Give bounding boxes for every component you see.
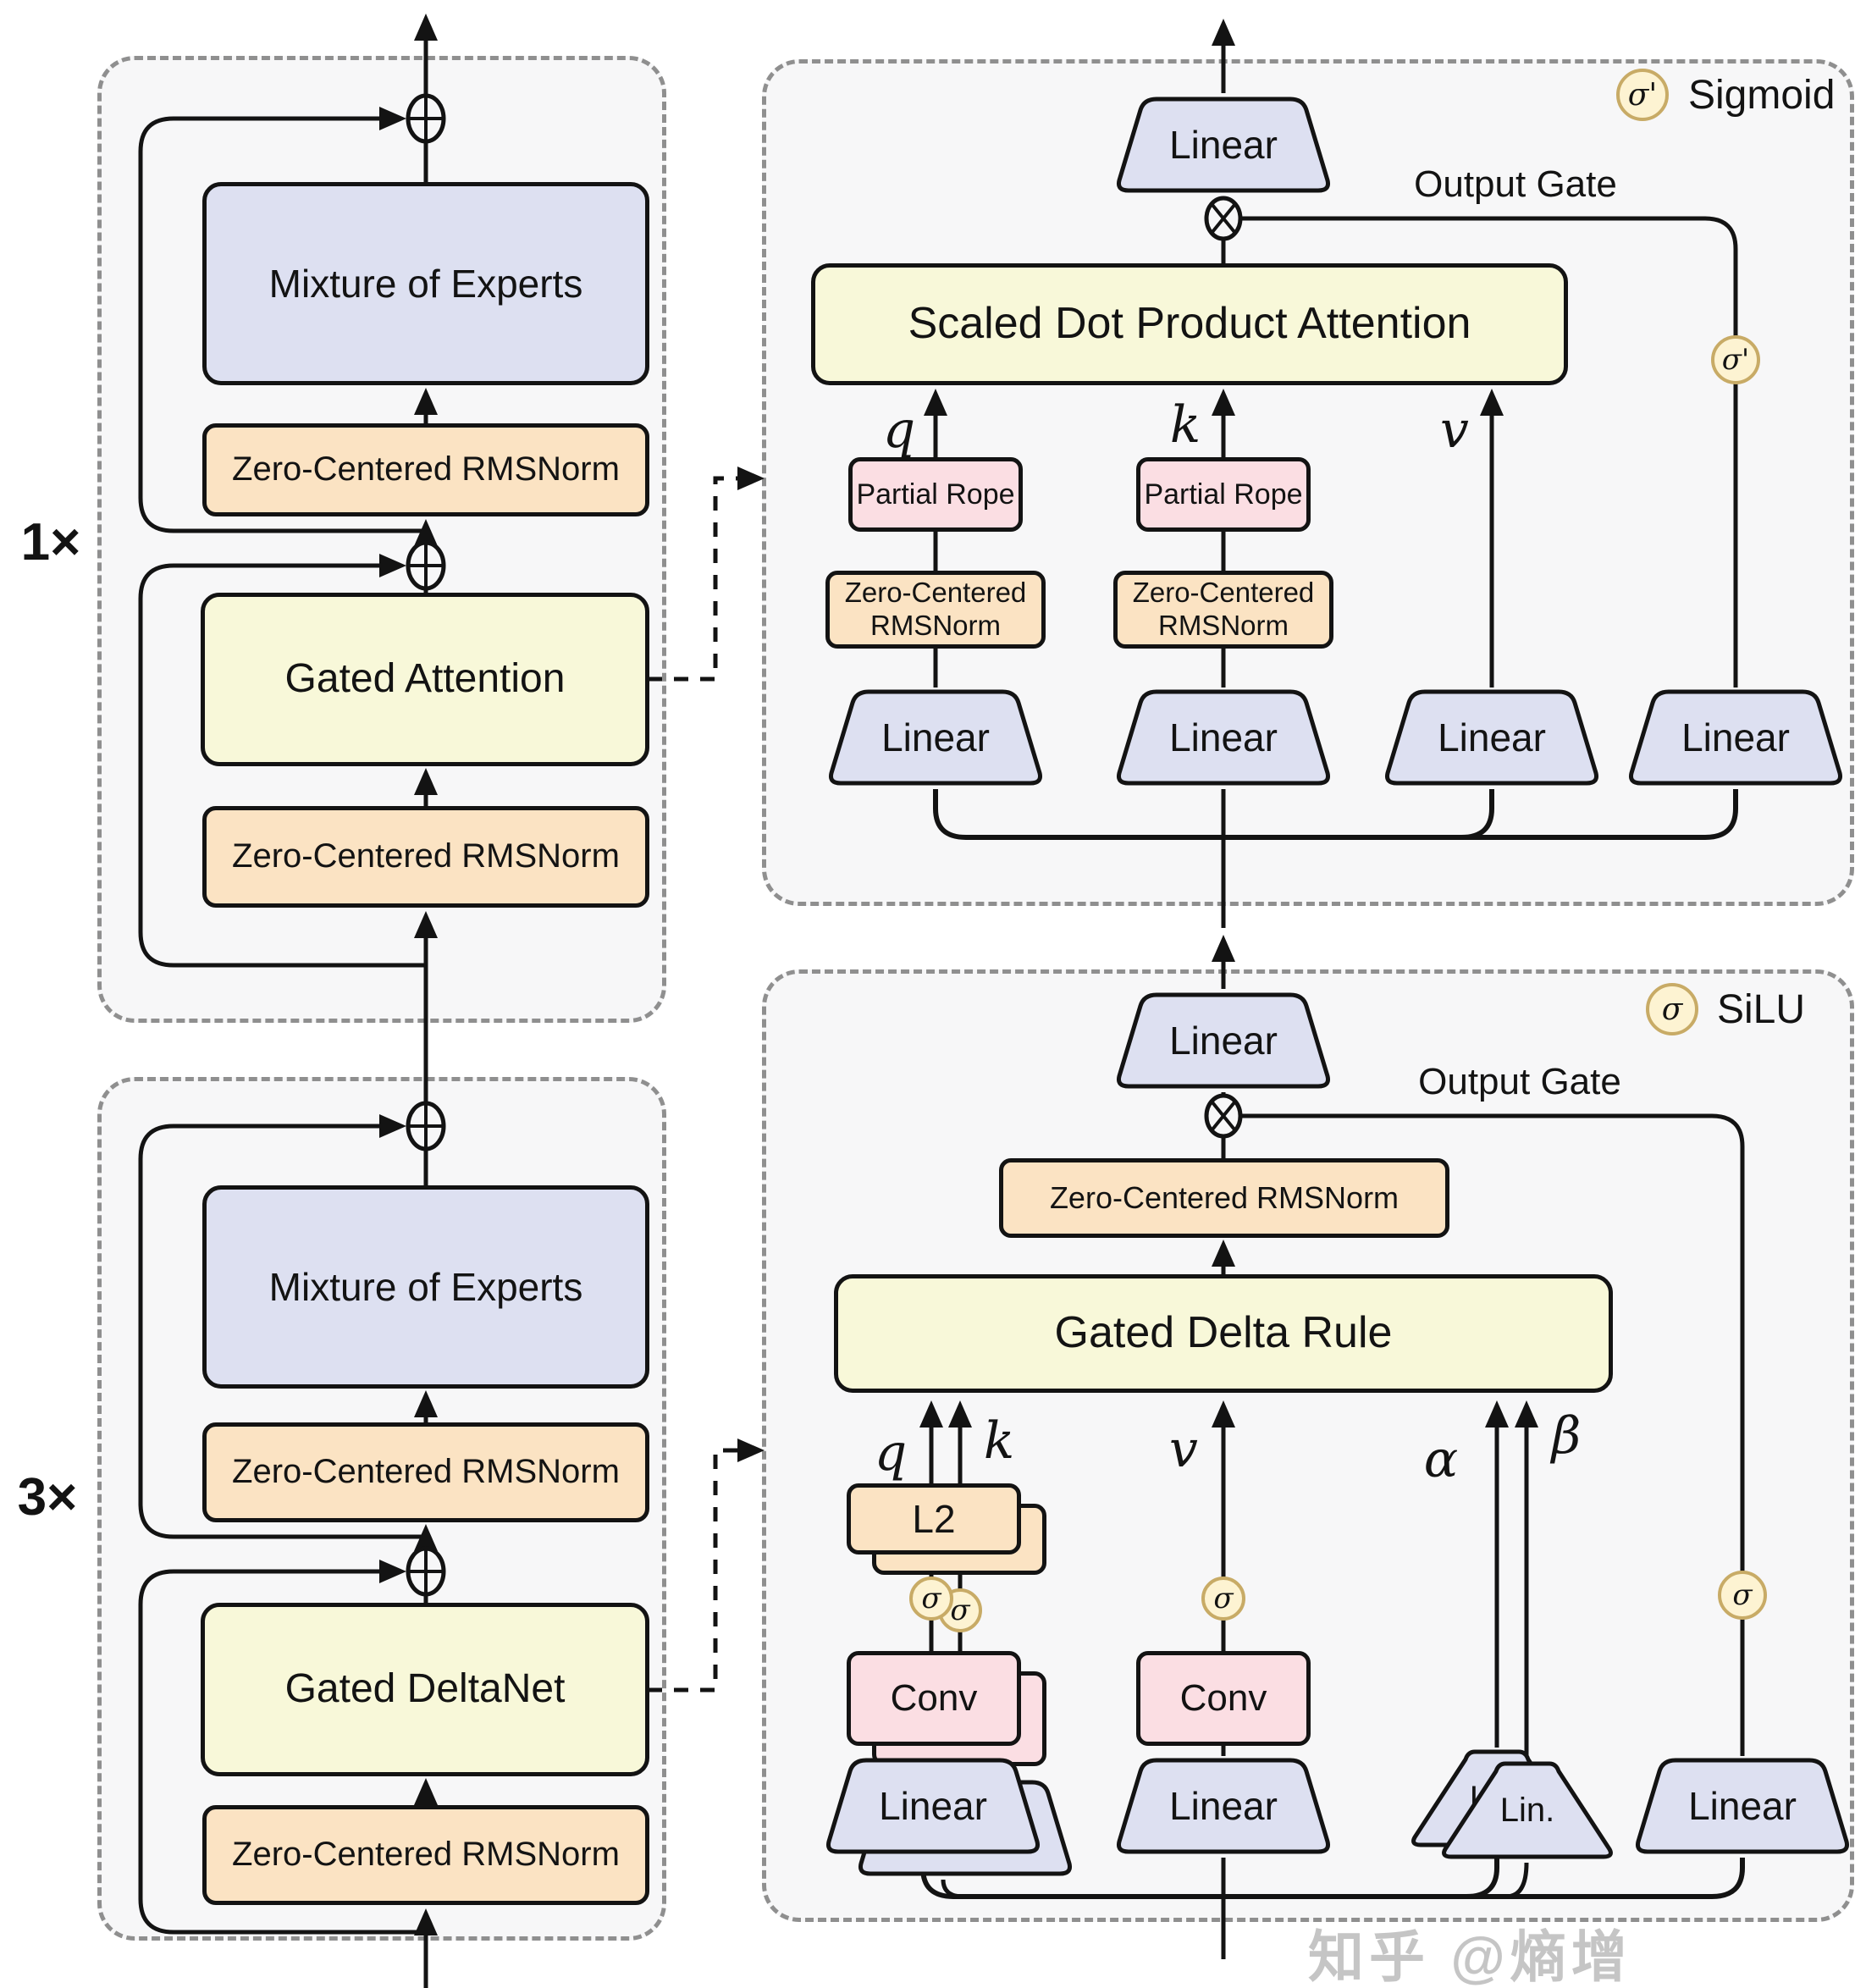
partial-rope-k: Partial Rope (1136, 457, 1311, 532)
linear-v-deltanet: Linear (1111, 1754, 1336, 1858)
linear-qk: Linear (820, 1754, 1046, 1858)
output-gate-label-attention: Output Gate (1414, 163, 1617, 205)
silu-legend-label: SiLU (1717, 986, 1806, 1032)
k-label-deltanet: k (983, 1411, 1015, 1471)
sigmoid-legend-label: Sigmoid (1688, 72, 1836, 118)
moe-box-deltanet-block: Mixture of Experts (202, 1185, 649, 1389)
conv-qk-box: Conv (847, 1651, 1021, 1746)
repeat-count-attention: 1× (20, 512, 81, 572)
rmsnorm-output-deltanet: Zero-Centered RMSNorm (999, 1158, 1449, 1238)
q-label-attention: q (882, 400, 916, 460)
rmsnorm-before-attention: Zero-Centered RMSNorm (202, 806, 649, 908)
silu-gate-icon: σ (1718, 1571, 1767, 1620)
sigma-prime-gate-icon: σ' (1711, 335, 1760, 384)
silu-legend-icon: σ (1646, 983, 1698, 1035)
silu-q-icon: σ (909, 1577, 953, 1621)
alpha-label: α (1423, 1430, 1459, 1489)
rmsnorm-after-attention: Zero-Centered RMSNorm (202, 423, 649, 516)
beta-label: β (1551, 1406, 1582, 1466)
k-label-attention: k (1169, 395, 1201, 455)
q-label-deltanet: q (874, 1423, 908, 1483)
rmsnorm-k: Zero-Centered RMSNorm (1113, 571, 1333, 649)
linear-q: Linear (823, 686, 1048, 789)
linear-beta: Lin. (1438, 1758, 1617, 1863)
linear-gate-attention: Linear (1623, 686, 1848, 789)
silu-v-icon: σ (1201, 1577, 1245, 1621)
linear-k: Linear (1111, 686, 1336, 789)
v-label-deltanet: v (1169, 1420, 1198, 1479)
l2-norm-box: L2 (847, 1483, 1021, 1555)
gated-attention-box: Gated Attention (201, 593, 649, 766)
scaled-dot-product-attention-box: Scaled Dot Product Attention (811, 263, 1568, 385)
linear-gate-deltanet: Linear (1630, 1754, 1855, 1858)
rmsnorm-q: Zero-Centered RMSNorm (825, 571, 1046, 649)
v-label-attention: v (1440, 400, 1469, 460)
gated-deltanet-box: Gated DeltaNet (201, 1603, 649, 1776)
moe-box-attention-block: Mixture of Experts (202, 182, 649, 385)
repeat-count-deltanet: 3× (17, 1467, 78, 1527)
watermark: 知乎 @熵增 (1308, 1925, 1632, 1988)
rmsnorm-before-deltanet: Zero-Centered RMSNorm (202, 1805, 649, 1905)
linear-v: Linear (1379, 686, 1604, 789)
rmsnorm-after-deltanet: Zero-Centered RMSNorm (202, 1422, 649, 1522)
sigmoid-legend-icon: σ' (1616, 69, 1669, 121)
output-gate-label-deltanet: Output Gate (1418, 1061, 1621, 1102)
conv-v-box: Conv (1136, 1651, 1311, 1746)
partial-rope-q: Partial Rope (848, 457, 1023, 532)
gated-delta-rule-box: Gated Delta Rule (834, 1274, 1613, 1393)
linear-output-attention: Linear (1111, 93, 1336, 196)
linear-output-deltanet: Linear (1111, 989, 1336, 1092)
